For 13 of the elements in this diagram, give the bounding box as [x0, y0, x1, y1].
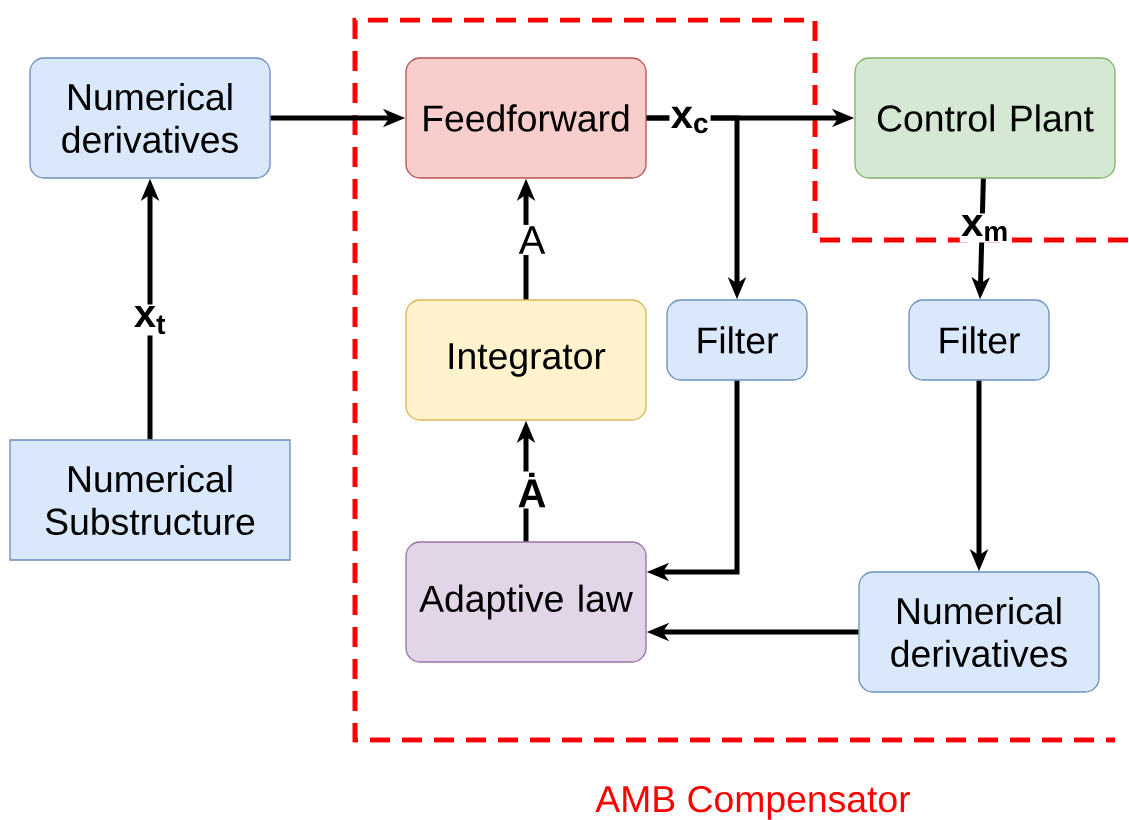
- edge-label: x$_{c}$: [669, 105, 711, 135]
- edge-label: x$_{m}$: [959, 213, 1011, 243]
- process-box: Filter: [666, 299, 808, 381]
- edge-label: x$_{t}$: [132, 304, 168, 336]
- process-box: Numerical derivatives: [29, 57, 271, 179]
- process-box: Filter: [908, 299, 1050, 381]
- process-box: Feedforward: [405, 57, 647, 179]
- process-box: Numerical derivatives: [858, 571, 1100, 693]
- process-box: Adaptive law: [405, 541, 647, 663]
- process-box: Numerical Substructure: [9, 439, 291, 561]
- process-box: Integrator: [405, 299, 647, 421]
- edge-label: Ȧ: [516, 471, 548, 509]
- edge-label: A: [517, 224, 547, 256]
